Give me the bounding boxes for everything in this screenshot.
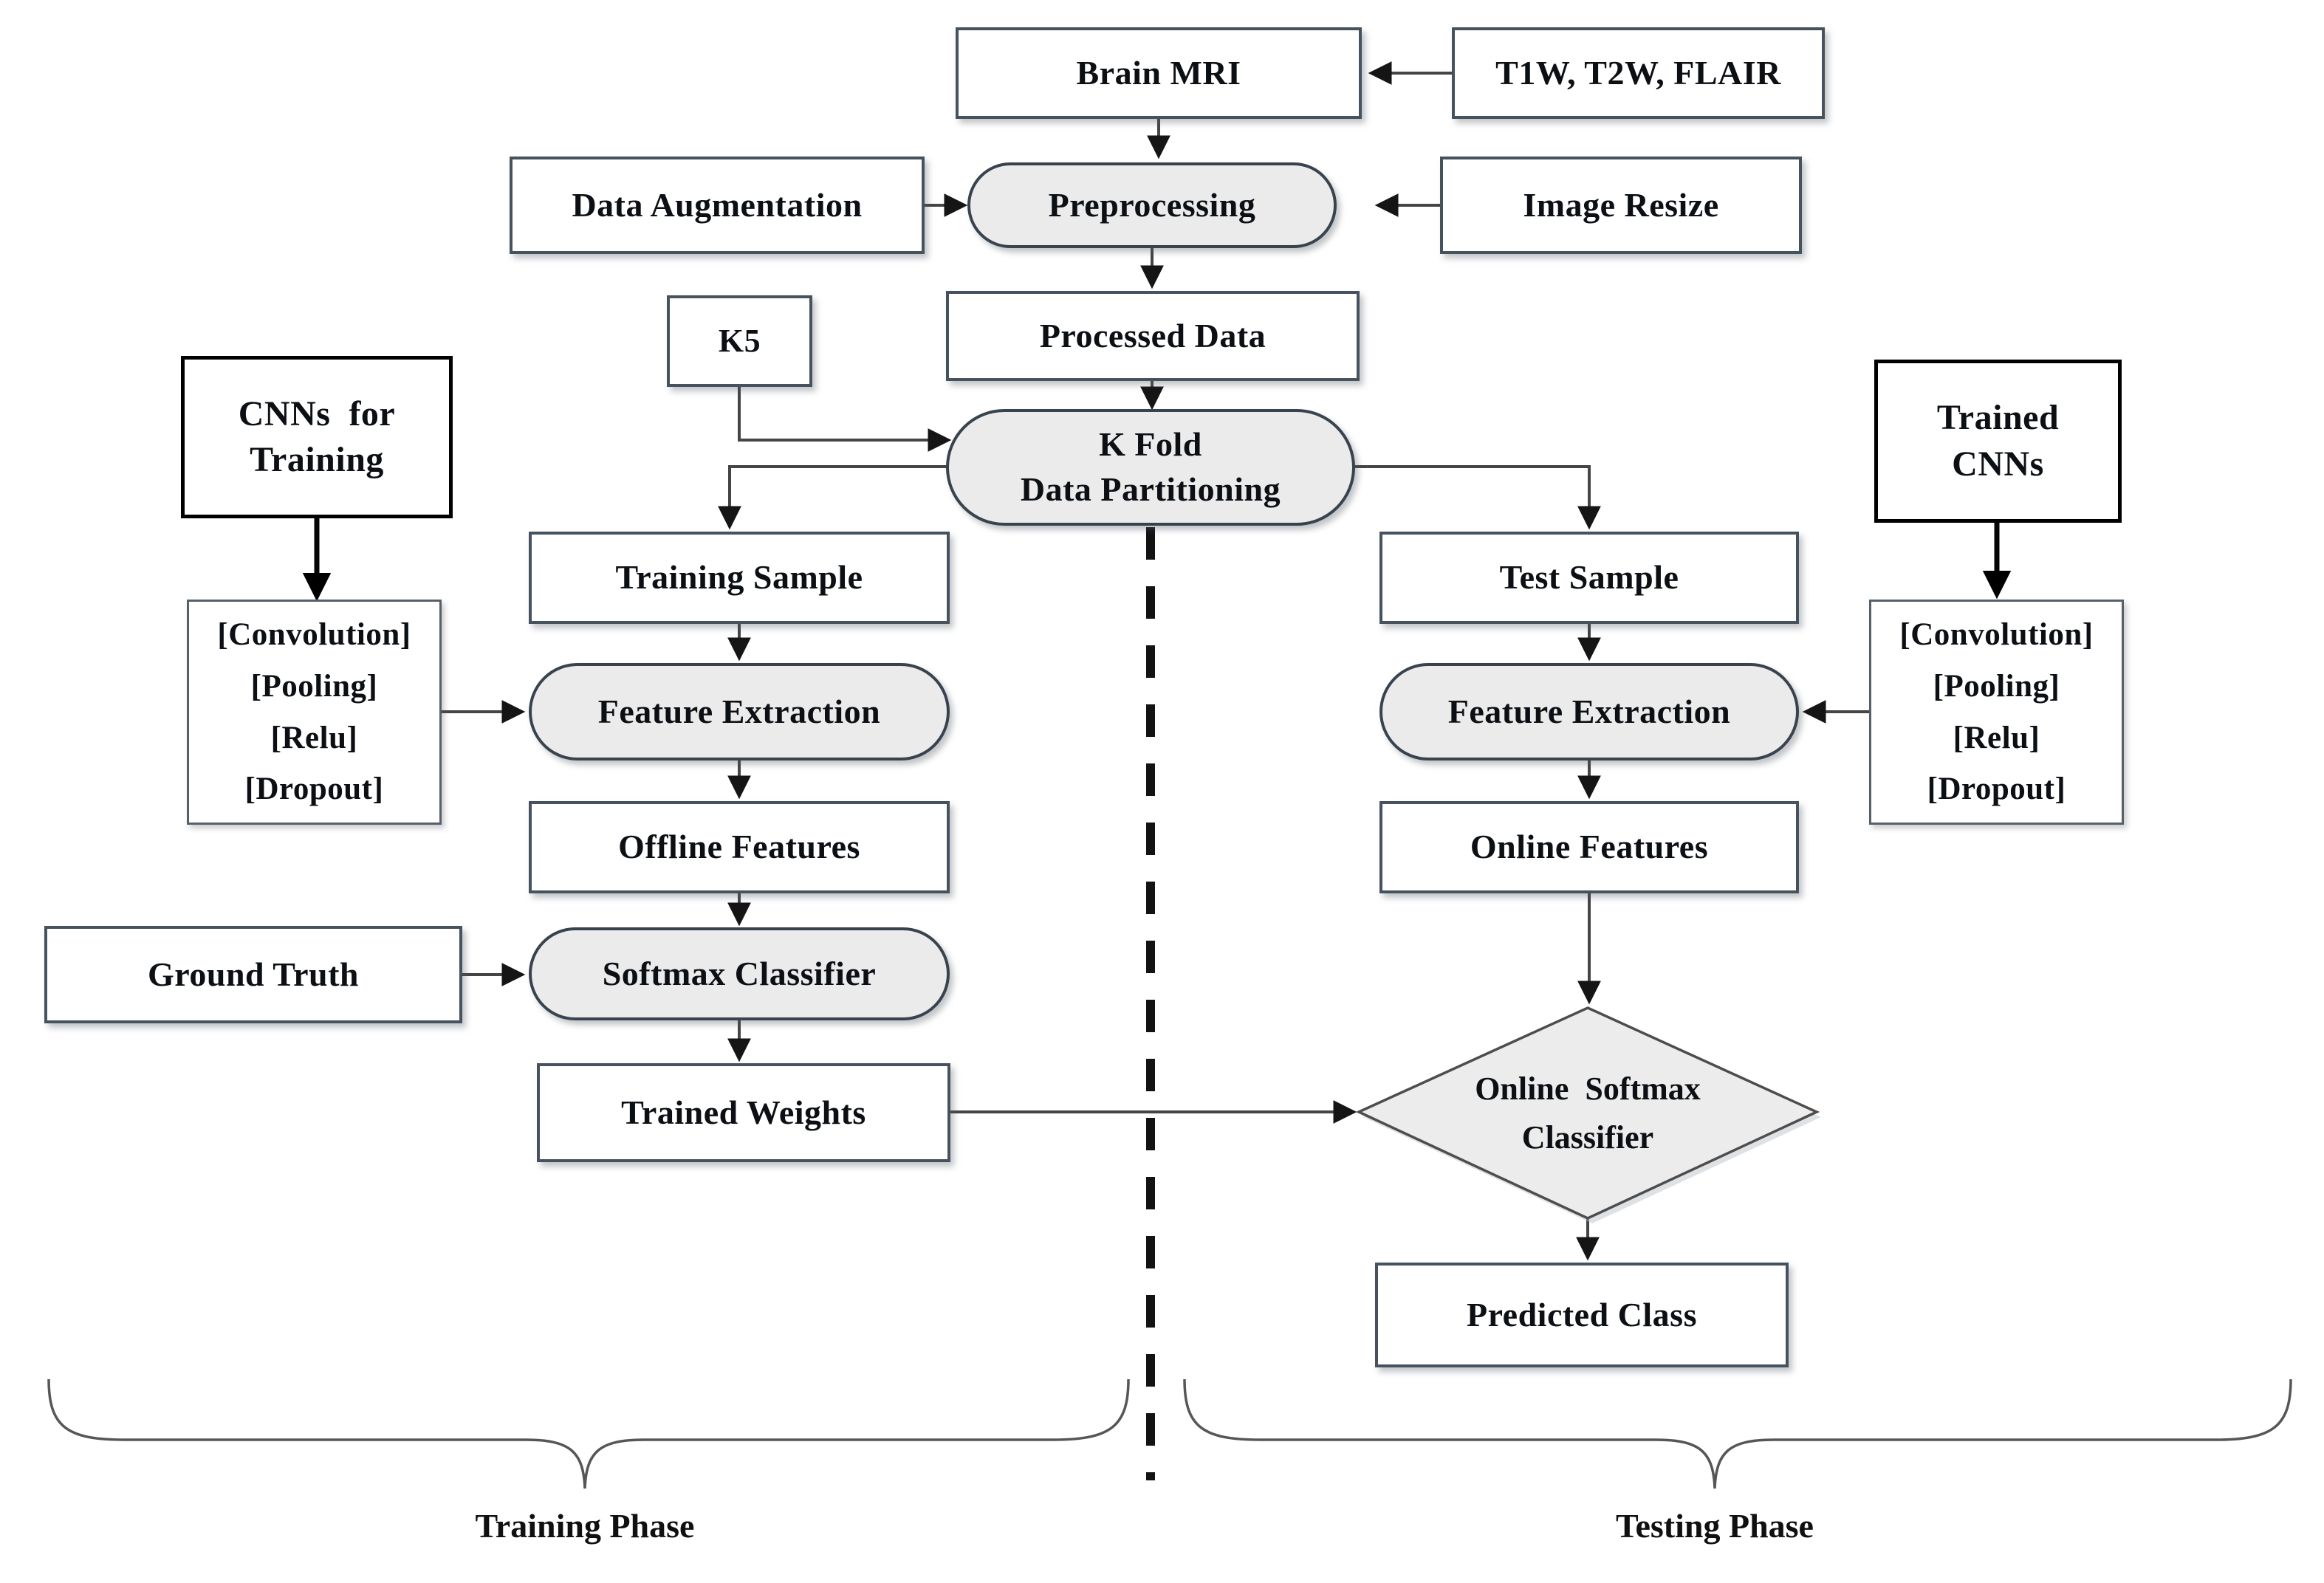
preprocessing-stadium: Preprocessing <box>967 162 1337 248</box>
trained-cnns-box: Trained CNNs <box>1874 360 2122 523</box>
layer-convolution: [Convolution] <box>217 617 411 653</box>
layer-pooling: [Pooling] <box>250 668 378 704</box>
online-softmax-line2: Classifier <box>1521 1119 1654 1156</box>
brain-mri-box: Brain MRI <box>956 27 1362 119</box>
feature-extraction-left-stadium: Feature Extraction <box>529 663 950 760</box>
layer-relu: [Relu] <box>1953 720 2040 755</box>
testing-phase-brace <box>1183 1378 2292 1489</box>
online-softmax-classifier-diamond <box>1355 1006 1820 1220</box>
trained-cnns-line1: Trained <box>1936 398 2060 438</box>
layer-convolution: [Convolution] <box>1899 617 2094 653</box>
k-fold-line2: Data Partitioning <box>1020 470 1281 508</box>
softmax-classifier-stadium: Softmax Classifier <box>529 927 950 1020</box>
k5-box: K5 <box>667 295 812 387</box>
cnn-layers-right-box: [Convolution] [Pooling] [Relu] [Dropout] <box>1869 600 2124 825</box>
layer-relu: [Relu] <box>270 720 358 755</box>
k-fold-partitioning-stadium: K Fold Data Partitioning <box>946 409 1355 526</box>
image-resize-box: Image Resize <box>1440 157 1802 254</box>
layer-dropout: [Dropout] <box>1927 772 2066 807</box>
cnns-for-training-line1: CNNs for <box>238 394 396 433</box>
training-sample-box: Training Sample <box>529 532 950 624</box>
trained-weights-box: Trained Weights <box>537 1063 950 1162</box>
modalities-box: T1W, T2W, FLAIR <box>1452 27 1825 119</box>
trained-cnns-line2: CNNs <box>1952 444 2044 484</box>
arrow-k5-to-kfold <box>738 387 952 452</box>
layer-dropout: [Dropout] <box>244 772 384 807</box>
offline-features-box: Offline Features <box>529 801 950 893</box>
online-softmax-line1: Online Softmax <box>1475 1070 1701 1107</box>
cnn-layers-left-box: [Convolution] [Pooling] [Relu] [Dropout] <box>187 600 442 825</box>
training-phase-brace <box>47 1378 1130 1489</box>
layer-pooling: [Pooling] <box>1933 668 2060 704</box>
feature-extraction-right-stadium: Feature Extraction <box>1379 663 1799 760</box>
testing-phase-label: Testing Phase <box>1616 1507 1814 1545</box>
training-phase-label: Training Phase <box>475 1507 695 1545</box>
predicted-class-box: Predicted Class <box>1375 1263 1789 1367</box>
online-features-box: Online Features <box>1379 801 1799 893</box>
cnns-for-training-box: CNNs for Training <box>181 356 453 518</box>
arrow-kfold-to-testsample <box>1351 465 1601 530</box>
online-softmax-classifier-label: Online Softmax Classifier <box>1388 1041 1787 1185</box>
processed-data-box: Processed Data <box>946 291 1360 381</box>
k-fold-line1: K Fold <box>1099 425 1202 464</box>
ground-truth-box: Ground Truth <box>44 926 462 1023</box>
arrow-kfold-to-trainingsample <box>718 465 950 530</box>
data-augmentation-box: Data Augmentation <box>510 157 925 254</box>
cnns-for-training-line2: Training <box>250 440 384 479</box>
test-sample-box: Test Sample <box>1379 532 1799 624</box>
